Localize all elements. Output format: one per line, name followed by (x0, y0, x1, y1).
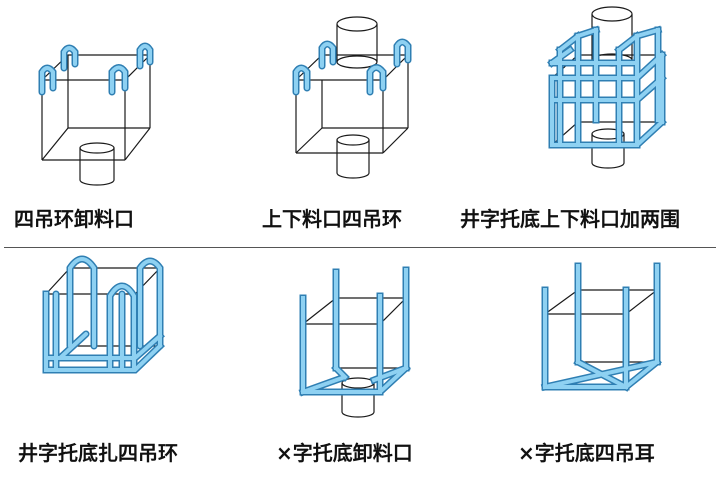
label-x-base-bottom-spout: ×字托底卸料口 (276, 441, 413, 465)
bag-grid-base-two-belts-top-and-bottom-spout (547, 6, 667, 169)
label-four-loops-top-and-bottom-spout: 上下料口四吊环 (262, 207, 402, 231)
lifting-loop-icon (38, 42, 154, 96)
bag-x-base-bottom-spout (298, 266, 411, 418)
bag-grid-base-four-loops (42, 255, 165, 374)
bag-four-loops-bottom-spout (38, 42, 154, 186)
bag-four-loops-top-and-bottom-spout (292, 16, 412, 179)
row-divider (4, 247, 716, 248)
label-four-loops-bottom-spout: 四吊环卸料口 (14, 207, 134, 231)
label-grid-base-two-belts: 井字托底上下料口加两围 (460, 207, 680, 231)
label-grid-base-four-loops: 井字托底扎四吊环 (18, 441, 178, 465)
label-x-base-four-ears: ×字托底四吊耳 (518, 441, 655, 465)
bag-x-base-four-ears (540, 262, 662, 392)
